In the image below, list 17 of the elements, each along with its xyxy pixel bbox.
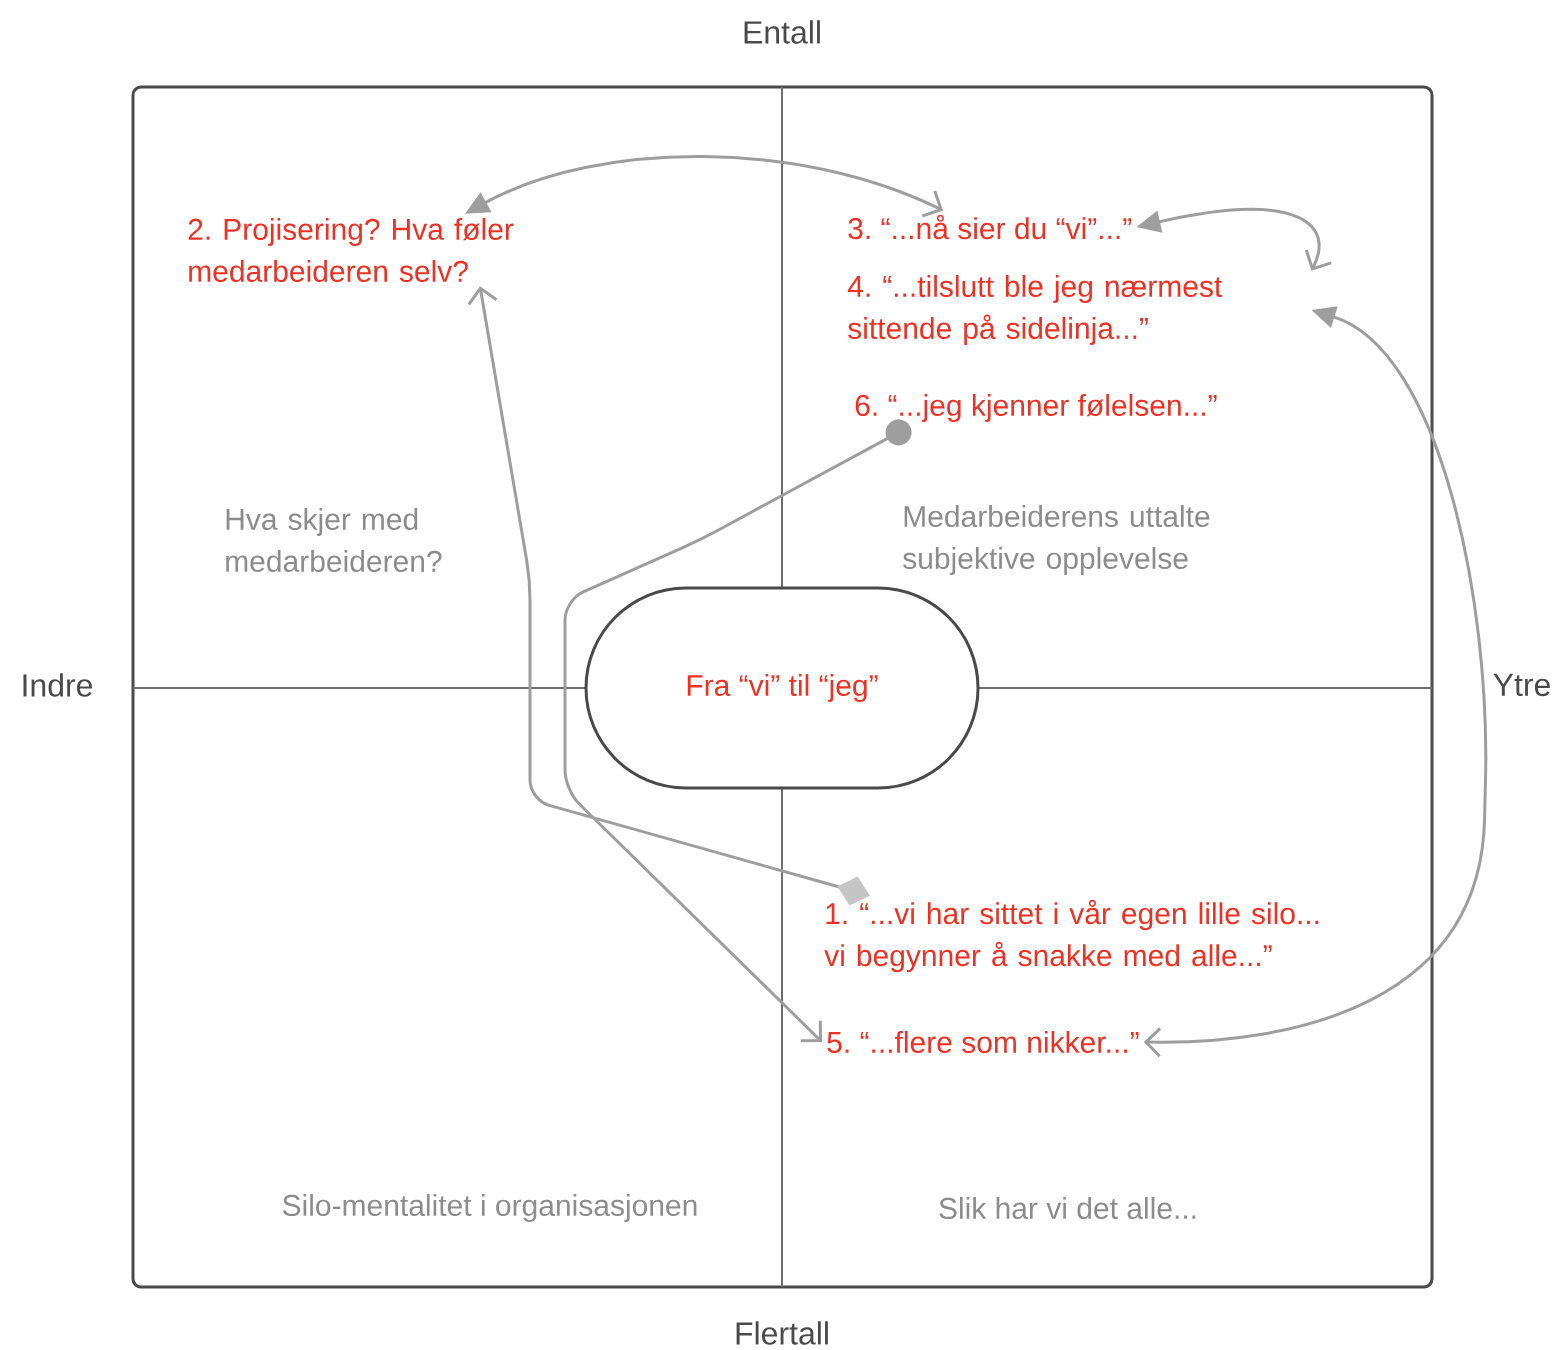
axis-label: Flertall (736, 1321, 828, 1345)
quote-text: 5. “...flere som nikker...” (827, 1031, 1139, 1054)
rounded-box: Fra “vi” til “jeg” (584, 586, 980, 790)
quote-text: 4. “...tilslutt ble jeg nærmest sittende på sidelinja...” (847, 275, 1223, 345)
axis-label: Entall (744, 20, 820, 44)
quadrant-label: Slik har vi det alle... (939, 1197, 1196, 1220)
quote-text: 6. “...jeg kjenner følelsen...” (855, 394, 1217, 422)
arrow (1143, 306, 1487, 1058)
arrow (563, 419, 912, 1043)
quote-text: 1. “...vi har sittet i vår egen lille silo... vi begynner å snakke med alle...” (824, 899, 1319, 973)
quadrant-label: Silo-mentalitet i organisasjonen (282, 1194, 697, 1222)
axis-label: Indre (23, 673, 93, 697)
quadrant-label: Hva skjer med medarbeideren? (226, 508, 442, 573)
quadrant-label: Medarbeiderens uttalte subjektive opplevelse (903, 505, 1210, 575)
quote-text: 2. Projisering? Hva føler medarbeideren selv? (188, 218, 514, 283)
quote-text: 3. “...nå sier du “vi”...” (848, 214, 1132, 240)
axis-label: Ytre (1493, 673, 1550, 697)
